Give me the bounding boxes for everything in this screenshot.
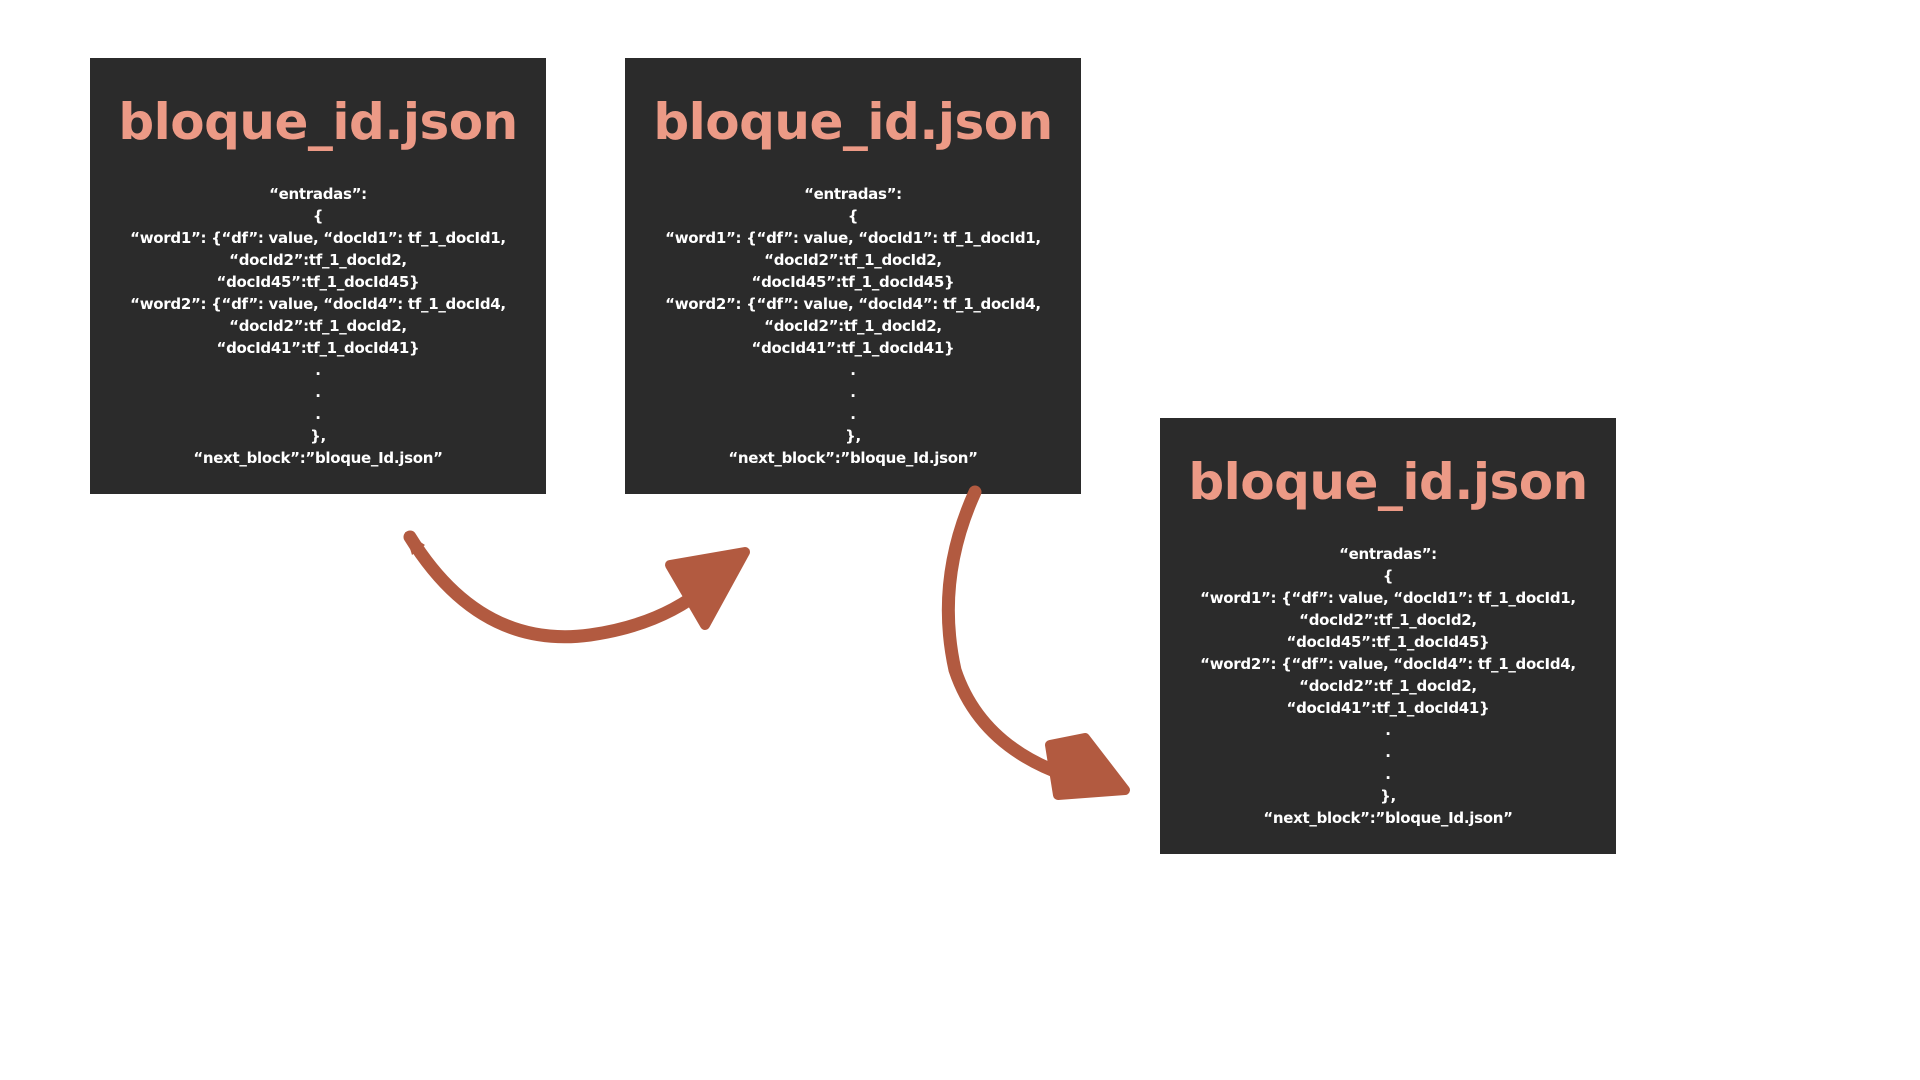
word1-entry: “word1”: {“df”: value, “docId1”: tf_1_do… [1200,589,1576,607]
word2-entry: “word2”: {“df”: value, “docId4”: tf_1_do… [130,295,506,313]
word2-docid2: “docId2”:tf_1_docId2, [1299,677,1477,695]
entradas-key: “entradas”: [804,185,902,203]
word2-entry: “word2”: {“df”: value, “docId4”: tf_1_do… [1200,655,1576,673]
word1-docid45: “docId45”:tf_1_docId45} [216,273,420,291]
word2-docid2: “docId2”:tf_1_docId2, [229,317,407,335]
word2-docid41: “docId41”:tf_1_docId41} [1286,699,1490,717]
open-brace: { [312,207,324,225]
open-brace: { [1382,567,1394,585]
card-body: “entradas”: { “word1”: {“df”: value, “do… [1160,543,1616,829]
entradas-key: “entradas”: [1339,545,1437,563]
entradas-key: “entradas”: [269,185,367,203]
next-block-entry: “next_block”:”bloque_Id.json” [1263,809,1513,827]
card-body: “entradas”: { “word1”: {“df”: value, “do… [625,183,1081,469]
ellipsis-dot: . [315,383,321,401]
word1-docid2: “docId2”:tf_1_docId2, [1299,611,1477,629]
open-brace: { [847,207,859,225]
word2-docid41: “docId41”:tf_1_docId41} [751,339,955,357]
word1-docid45: “docId45”:tf_1_docId45} [751,273,955,291]
close-brace: }, [845,427,861,445]
ellipsis-dot: . [315,361,321,379]
json-block-card-1: bloque_id.json “entradas”: { “word1”: {“… [90,58,546,494]
card-title: bloque_id.json [118,93,518,151]
ellipsis-dot: . [315,405,321,423]
next-block-entry: “next_block”:”bloque_Id.json” [193,449,443,467]
curved-arrow-right-icon [403,530,750,644]
word1-docid45: “docId45”:tf_1_docId45} [1286,633,1490,651]
ellipsis-dot: . [1385,765,1391,783]
word2-entry: “word2”: {“df”: value, “docId4”: tf_1_do… [665,295,1041,313]
ellipsis-dot: . [850,361,856,379]
card-title: bloque_id.json [1188,453,1588,511]
card-title: bloque_id.json [653,93,1053,151]
ellipsis-dot: . [850,405,856,423]
word1-entry: “word1”: {“df”: value, “docId1”: tf_1_do… [130,229,506,247]
next-block-entry: “next_block”:”bloque_Id.json” [728,449,978,467]
ellipsis-dot: . [850,383,856,401]
ellipsis-dot: . [1385,743,1391,761]
ellipsis-dot: . [1385,721,1391,739]
curved-arrow-down-right-icon [941,485,1130,800]
json-block-card-2: bloque_id.json “entradas”: { “word1”: {“… [625,58,1081,494]
word2-docid41: “docId41”:tf_1_docId41} [216,339,420,357]
card-body: “entradas”: { “word1”: {“df”: value, “do… [90,183,546,469]
word1-docid2: “docId2”:tf_1_docId2, [764,251,942,269]
word1-entry: “word1”: {“df”: value, “docId1”: tf_1_do… [665,229,1041,247]
word2-docid2: “docId2”:tf_1_docId2, [764,317,942,335]
json-block-card-3: bloque_id.json “entradas”: { “word1”: {“… [1160,418,1616,854]
word1-docid2: “docId2”:tf_1_docId2, [229,251,407,269]
close-brace: }, [310,427,326,445]
close-brace: }, [1380,787,1396,805]
